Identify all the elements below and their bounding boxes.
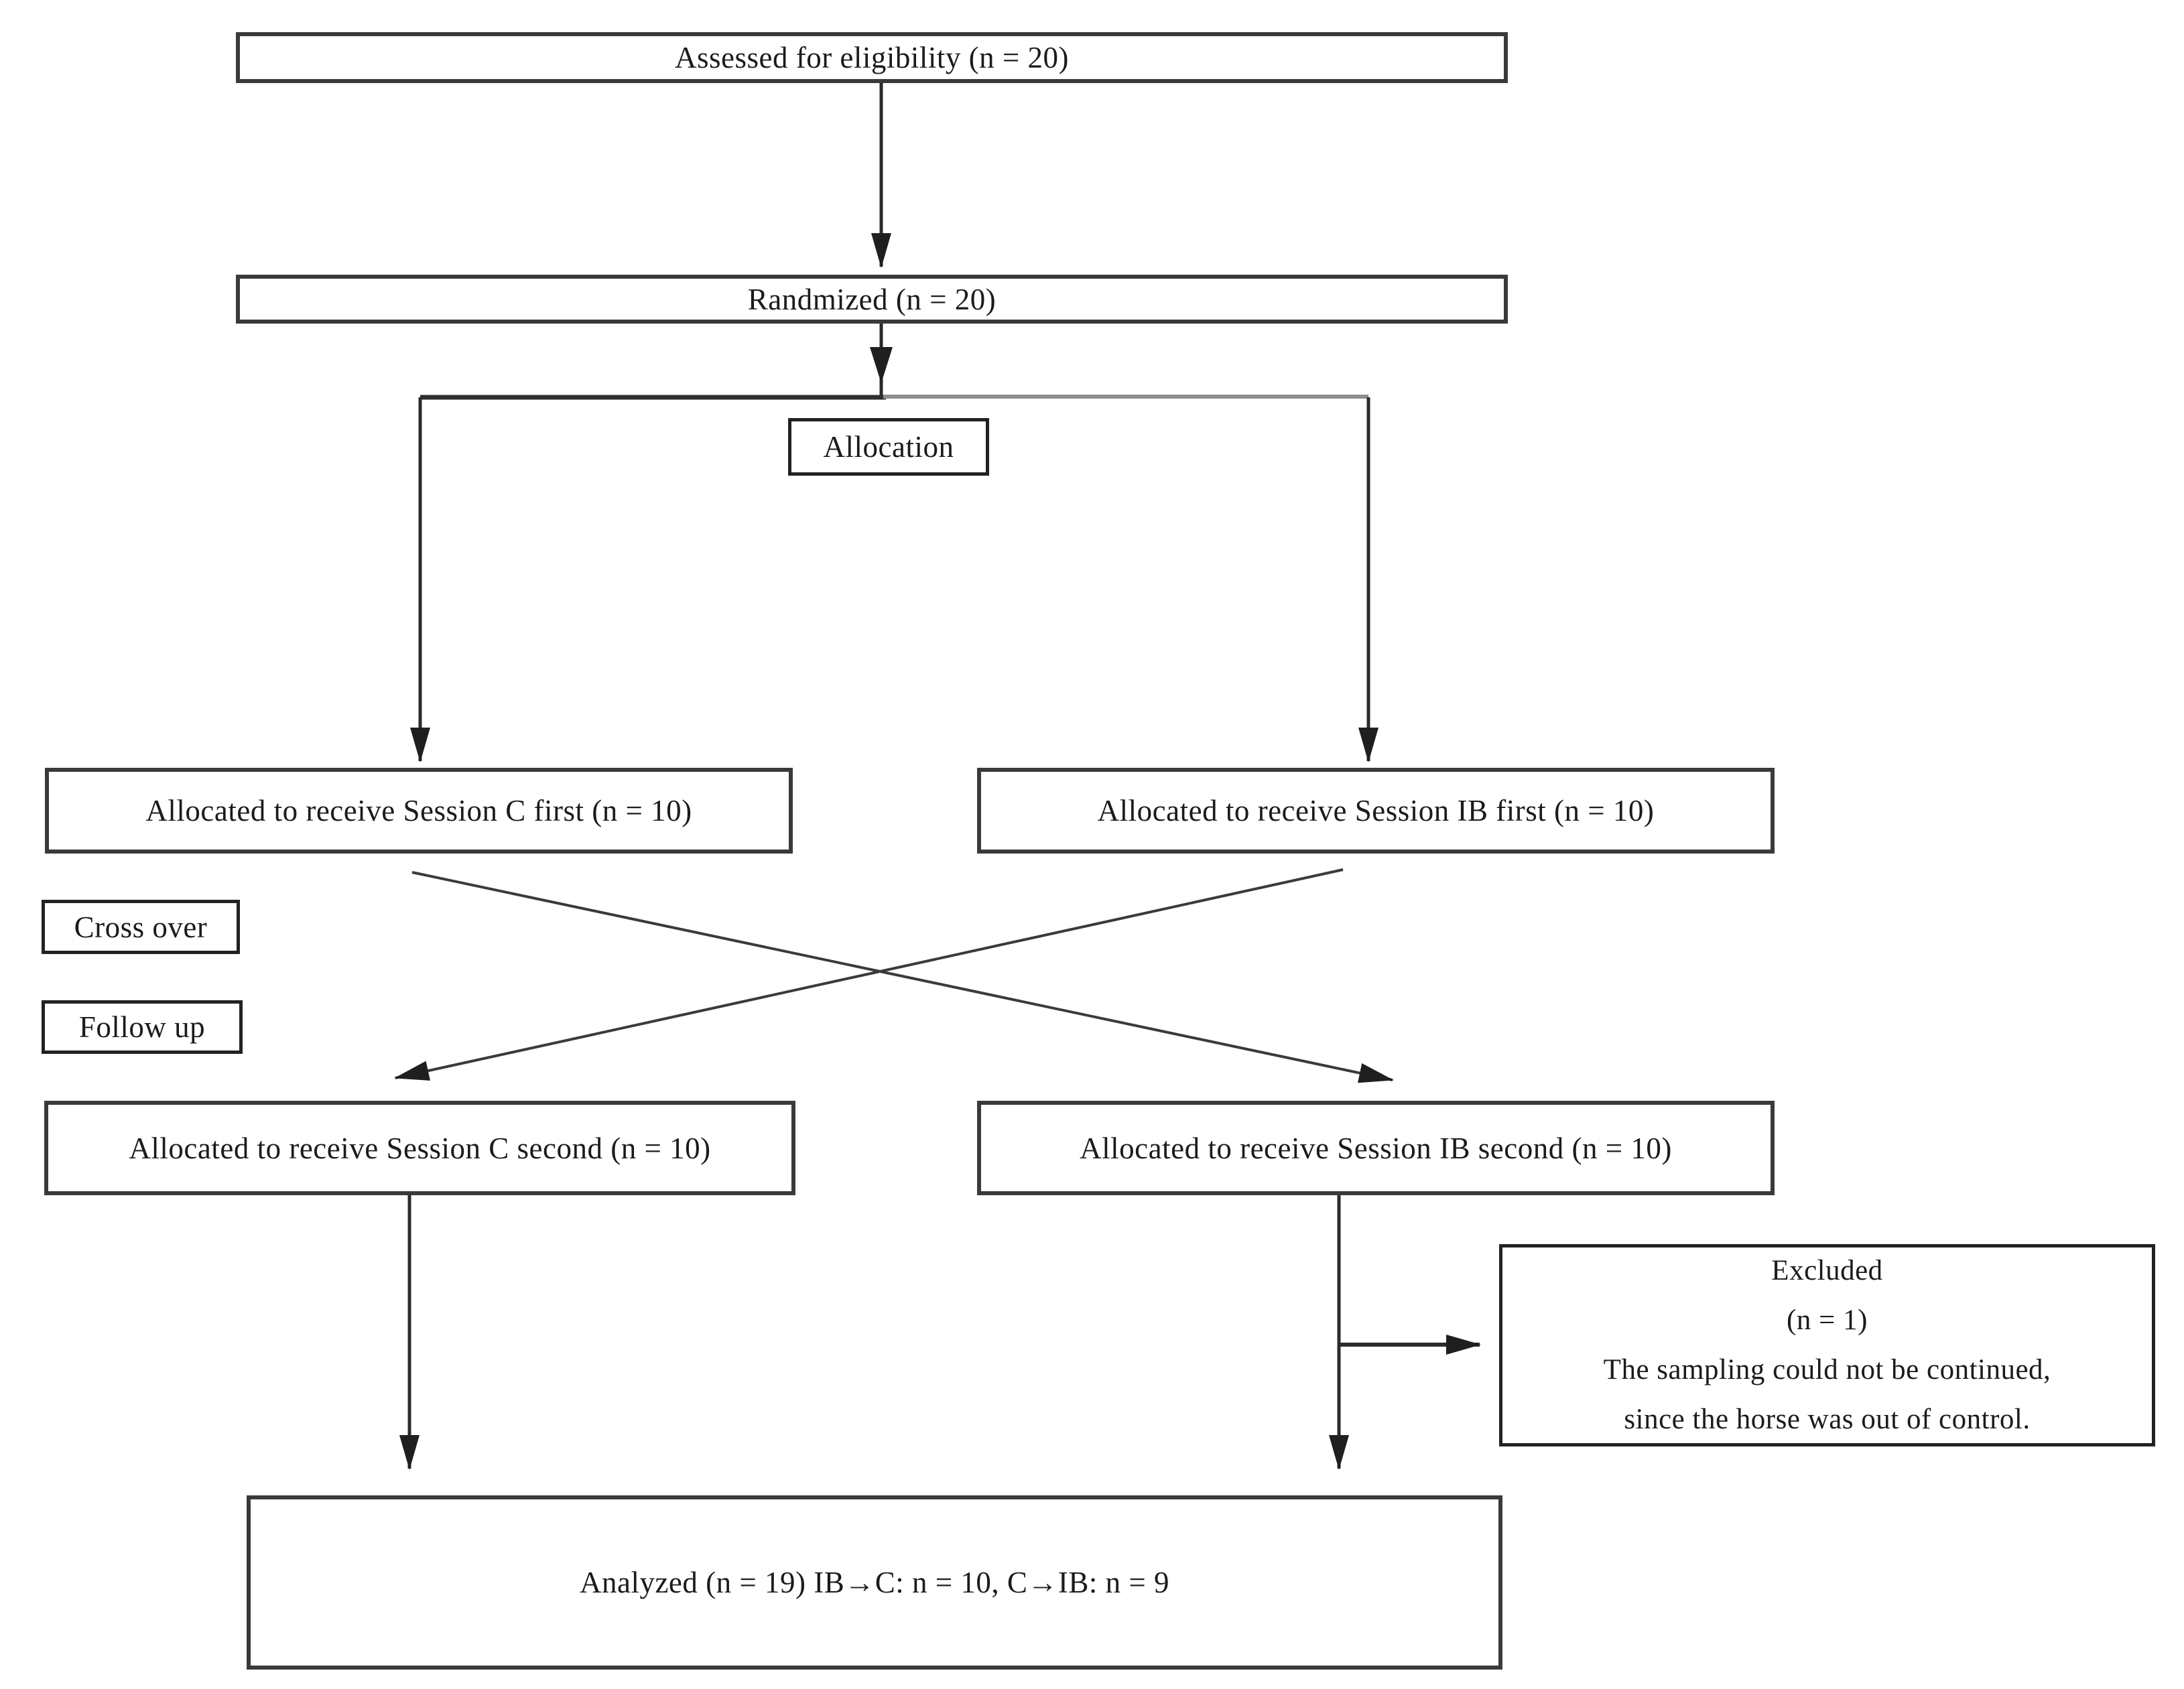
cross-over-stage-text: Cross over <box>74 910 208 944</box>
box-allocated-session-ib-first-label: Allocated to receive Session IB first (n… <box>1097 794 1655 827</box>
box-allocated-session-c-first: Allocated to receive Session C first (n … <box>45 768 793 854</box>
box-cross-over-stage-label: Cross over <box>42 900 240 954</box>
allocation-stage-text: Allocation <box>823 430 954 464</box>
box-allocated-session-ib-second-label: Allocated to receive Session IB second (… <box>1080 1131 1672 1165</box>
box-allocated-session-c-first-label: Allocated to receive Session C first (n … <box>145 794 692 827</box>
excluded-title: Excluded <box>1771 1255 1883 1286</box>
box-excluded: Excluded (n = 1) The sampling could not … <box>1499 1244 2155 1446</box>
arrowhead-branch-junction <box>870 347 893 383</box>
box-follow-up-stage-label: Follow up <box>42 1000 243 1054</box>
box-allocated-session-ib-first: Allocated to receive Session IB first (n… <box>977 768 1775 854</box>
arrow-crossover-ib-to-c-second <box>394 868 1344 1081</box>
arrow-crossover-c-to-ib-second <box>411 871 1394 1083</box>
box-assessed-eligibility: Assessed for eligibility (n = 20) <box>236 32 1508 83</box>
excluded-reason-line-1: The sampling could not be continued, <box>1603 1354 2051 1386</box>
box-allocated-session-ib-second: Allocated to receive Session IB second (… <box>977 1101 1775 1195</box>
box-analyzed: Analyzed (n = 19) IB→C: n = 10, C→IB: n … <box>247 1495 1502 1670</box>
excluded-reason-line-2: since the horse was out of control. <box>1624 1404 2031 1435</box>
box-randomized: Randmized (n = 20) <box>236 275 1508 324</box>
excluded-count: (n = 1) <box>1787 1304 1868 1336</box>
box-allocated-session-c-second: Allocated to receive Session C second (n… <box>44 1101 795 1195</box>
box-assessed-eligibility-label: Assessed for eligibility (n = 20) <box>674 41 1070 74</box>
box-allocated-session-c-second-label: Allocated to receive Session C second (n… <box>129 1131 711 1165</box>
box-allocation-stage-label: Allocation <box>788 418 989 476</box>
box-randomized-label: Randmized (n = 20) <box>747 282 997 316</box>
box-analyzed-label: Analyzed (n = 19) IB→C: n = 10, C→IB: n … <box>579 1566 1170 1599</box>
follow-up-stage-text: Follow up <box>78 1010 206 1044</box>
